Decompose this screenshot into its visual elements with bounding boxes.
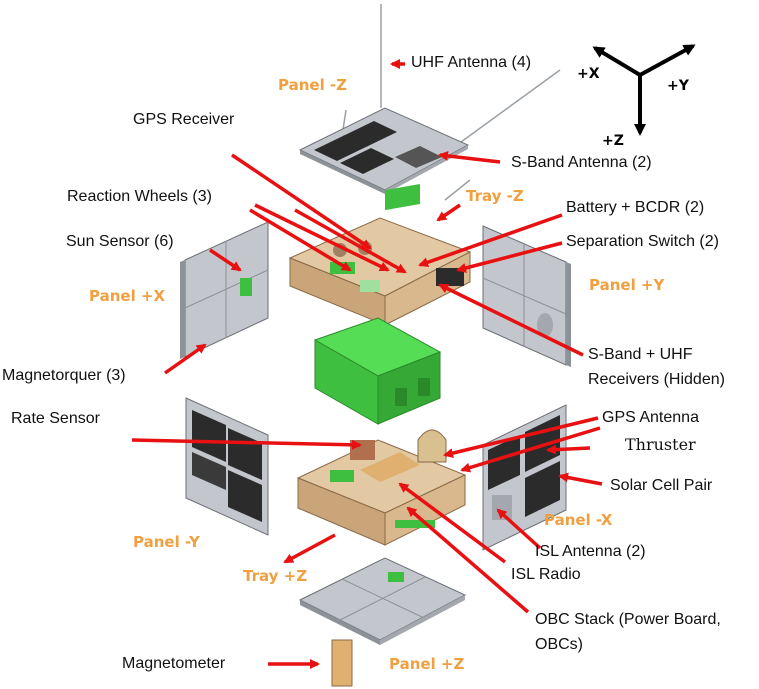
label-obc-stack-line1: OBC Stack (Power Board, bbox=[535, 611, 721, 628]
label-isl-antenna: ISL Antenna (2) bbox=[535, 543, 646, 560]
label-panel-plus-y: Panel +Y bbox=[589, 276, 665, 294]
panel-minus-z-shape bbox=[298, 107, 470, 194]
label-tray-plus-z: Tray +Z bbox=[243, 567, 308, 585]
label-panel-plus-x: Panel +X bbox=[89, 287, 166, 305]
label-reaction-wheels: Reaction Wheels (3) bbox=[67, 188, 212, 205]
label-gps-receiver: GPS Receiver bbox=[133, 111, 235, 128]
label-tray-minus-z: Tray -Z bbox=[466, 187, 524, 205]
label-thruster: Thruster bbox=[625, 435, 696, 454]
label-rate-sensor: Rate Sensor bbox=[11, 410, 100, 427]
panel-minus-y-shape bbox=[185, 397, 269, 536]
label-uhf-antenna: UHF Antenna (4) bbox=[411, 54, 532, 71]
label-magnetometer: Magnetometer bbox=[122, 655, 226, 672]
label-obc-stack-line2: OBCs) bbox=[535, 636, 583, 653]
label-solar-cell-pair: Solar Cell Pair bbox=[610, 477, 713, 494]
pointer-arrows bbox=[131, 59, 603, 669]
label-sband-uhf-receivers-line2: Receivers (Hidden) bbox=[588, 371, 725, 388]
axis-y-label: +Y bbox=[667, 78, 689, 94]
label-panel-minus-z: Panel -Z bbox=[278, 76, 348, 94]
label-panel-plus-z: Panel +Z bbox=[389, 655, 465, 673]
tray-minus-z-shape bbox=[288, 183, 472, 326]
green-structure-shape bbox=[313, 317, 442, 425]
label-isl-radio: ISL Radio bbox=[511, 566, 581, 583]
panel-plus-z-shape bbox=[298, 557, 467, 687]
label-gps-antenna: GPS Antenna bbox=[602, 409, 699, 426]
label-magnetorquer: Magnetorquer (3) bbox=[2, 367, 126, 384]
tray-plus-z-shape bbox=[296, 429, 467, 546]
label-panel-minus-x: Panel -X bbox=[544, 511, 613, 529]
panel-plus-x-shape bbox=[180, 221, 269, 359]
axis-x-label: +X bbox=[577, 66, 600, 82]
axes-indicator bbox=[592, 44, 696, 136]
label-sband-uhf-receivers-line1: S-Band + UHF bbox=[588, 346, 693, 363]
label-battery-bcdr: Battery + BCDR (2) bbox=[566, 199, 705, 216]
label-sun-sensor: Sun Sensor (6) bbox=[66, 233, 174, 250]
label-s-band-antenna: S-Band Antenna (2) bbox=[511, 154, 652, 171]
label-panel-minus-y: Panel -Y bbox=[133, 533, 200, 551]
axis-z-label: +Z bbox=[602, 133, 624, 149]
label-separation-switch: Separation Switch (2) bbox=[566, 233, 719, 250]
